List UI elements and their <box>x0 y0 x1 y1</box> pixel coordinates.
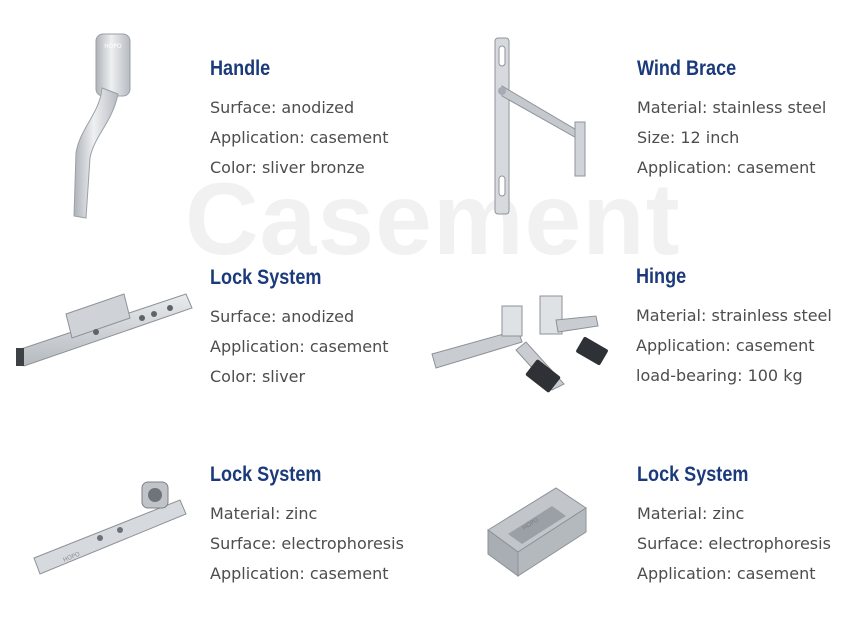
handle-brand-mark: HOPO <box>104 43 122 50</box>
product-spec: Surface: electrophoresis <box>637 534 831 553</box>
product-spec: load-bearing: 100 kg <box>636 366 803 385</box>
product-title: Wind Brace <box>637 57 737 80</box>
product-spec: Application: casement <box>210 128 389 147</box>
product-hinge: Hinge Material: strainless steel Applica… <box>636 265 832 396</box>
product-spec: Material: stainless steel <box>637 98 827 117</box>
product-spec: Size: 12 inch <box>637 128 740 147</box>
product-spec: Application: casement <box>637 564 816 583</box>
lock-system-bar-image <box>16 293 193 367</box>
product-spec: Application: casement <box>210 564 389 583</box>
product-title: Hinge <box>636 265 687 288</box>
product-spec: Color: sliver <box>210 367 306 386</box>
product-lock-system-1: Lock System Surface: anodized Applicatio… <box>210 266 389 397</box>
handle-image: HOPO <box>73 33 131 219</box>
product-title: Lock System <box>210 463 322 486</box>
product-spec: Material: strainless steel <box>636 306 832 325</box>
product-spec: Color: sliver bronze <box>210 158 365 177</box>
product-title: Lock System <box>210 266 322 289</box>
product-spec: Application: casement <box>210 337 389 356</box>
product-title: Handle <box>210 57 271 80</box>
watermark-text: Casement <box>185 162 681 276</box>
product-handle: Handle Surface: anodized Application: ca… <box>210 57 389 188</box>
product-lock-system-3: Lock System Material: zinc Surface: elec… <box>637 463 831 594</box>
product-spec: Surface: anodized <box>210 98 355 117</box>
product-spec: Material: zinc <box>637 504 745 523</box>
lock-system-keeper-image: HOPO <box>487 487 587 577</box>
product-spec: Surface: anodized <box>210 307 355 326</box>
hinge-image <box>431 295 608 393</box>
lock-system-plate-image: HOPO <box>33 481 187 575</box>
product-title: Lock System <box>637 463 749 486</box>
product-lock-system-2: Lock System Material: zinc Surface: elec… <box>210 463 404 594</box>
product-spec: Surface: electrophoresis <box>210 534 404 553</box>
product-spec: Material: zinc <box>210 504 318 523</box>
product-spec: Application: casement <box>636 336 815 355</box>
product-wind-brace: Wind Brace Material: stainless steel Siz… <box>637 57 826 188</box>
wind-brace-image <box>494 37 586 215</box>
product-spec: Application: casement <box>637 158 816 177</box>
